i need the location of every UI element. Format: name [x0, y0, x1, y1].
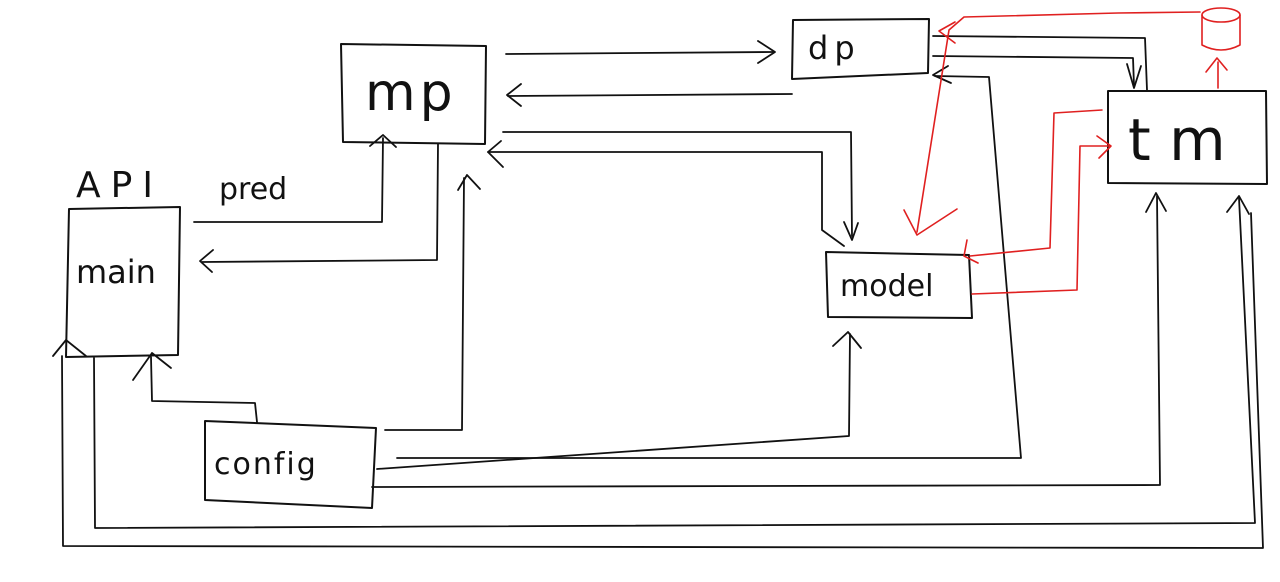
dp-to-tm-connector: [932, 35, 1148, 91]
dp-label: dp: [808, 29, 861, 67]
mp-to-dp-connector: [505, 51, 774, 55]
tm-to-main-arrowhead-top: [1226, 195, 1250, 215]
model-to-mp-arrowhead: [487, 140, 504, 168]
config-to-mp-connector: [384, 177, 465, 431]
config-to-model-arrowhead: [832, 331, 862, 349]
config-to-tm-arrowhead: [1145, 192, 1167, 213]
database-to-dp-arrowhead: [938, 21, 956, 44]
config-to-main-arrowhead: [132, 352, 172, 381]
dp-to-mp-arrowhead: [506, 83, 522, 107]
config-label: config: [214, 447, 318, 482]
database-to-model-connector: [916, 11, 1201, 233]
mp-to-model-connector: [502, 131, 853, 237]
pred-label: pred: [219, 172, 287, 207]
config-to-main-connector: [150, 356, 258, 423]
mp-box: [340, 43, 487, 145]
model-to-tm-connector: [971, 145, 1111, 295]
dp-to-tm-arrowhead: [1126, 63, 1142, 89]
tm-to-main-connector: [93, 197, 1256, 529]
dp-to-tm-second-line: [932, 55, 1135, 87]
main-box: [65, 206, 181, 358]
main-to-mp-connector: [193, 137, 384, 223]
main-label: main: [76, 253, 156, 291]
main-to-mp-arrowhead: [369, 134, 397, 148]
main-to-tm-connector: [61, 212, 1264, 549]
tm-to-model-arrowhead: [963, 239, 979, 264]
mp-to-dp-arrowhead: [757, 40, 776, 64]
mp-to-model-arrowhead: [843, 221, 859, 241]
database-icon: [1201, 7, 1241, 51]
tm-to-database-arrowhead: [1205, 57, 1228, 73]
dp-to-mp-connector: [507, 93, 793, 97]
tm-to-model-connector: [969, 109, 1103, 257]
config-to-tm-connector: [371, 195, 1161, 488]
database-to-model-arrowhead: [903, 208, 958, 236]
model-to-mp-connector: [487, 151, 845, 247]
dp-box: [791, 18, 930, 80]
mp-to-main-connector: [201, 143, 439, 263]
config-to-mp-arrowhead: [457, 174, 481, 191]
config-box: [204, 420, 377, 509]
mp-label: mp: [365, 63, 457, 123]
api-label: API: [76, 165, 163, 206]
model-label: model: [840, 269, 933, 304]
model-to-tm-arrowhead: [1096, 135, 1112, 159]
model-box: [825, 251, 973, 319]
tm-label: t m: [1128, 106, 1226, 174]
tm-box: [1107, 90, 1268, 185]
config-to-model-connector: [376, 333, 851, 470]
main-to-tm-arrowhead: [52, 339, 87, 357]
mp-to-main-arrowhead: [199, 249, 214, 273]
config-to-dp-connector: [396, 75, 1022, 459]
